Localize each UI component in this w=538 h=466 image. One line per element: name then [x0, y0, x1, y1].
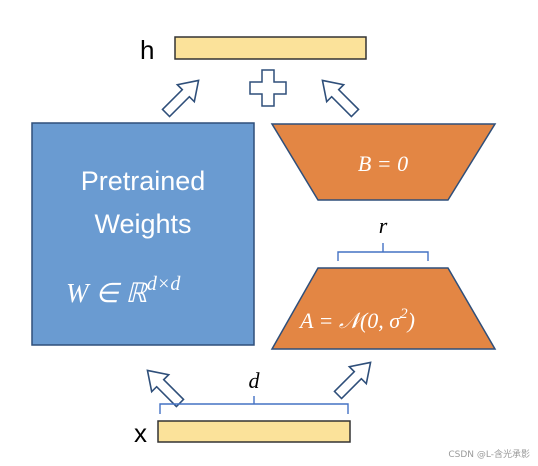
- weights-formula-superscript: d×d: [147, 273, 181, 295]
- input-vector-bar: [157, 420, 351, 443]
- dimension-bracket: [159, 396, 349, 414]
- arrow-weights-to-h-icon: [161, 79, 200, 118]
- output-label-h: h: [140, 35, 154, 65]
- matrix-a-trapezoid: [270, 267, 497, 350]
- weights-formula: W ∈ ℝd×d: [66, 273, 181, 308]
- arrow-x-to-a-icon: [333, 361, 372, 400]
- rank-bracket: [337, 243, 429, 261]
- rank-label-r: r: [379, 213, 388, 238]
- pretrained-weights-title-line1: Pretrained: [81, 166, 206, 196]
- pretrained-weights-title-line2: Weights: [94, 209, 191, 239]
- arrow-b-to-h-icon: [321, 79, 360, 118]
- weights-formula-main: W ∈ ℝ: [66, 278, 149, 308]
- matrix-a-formula-superscript: 2: [400, 306, 408, 322]
- matrix-a-formula: A = 𝒩(0, σ2): [298, 306, 415, 333]
- matrix-a-formula-close: ): [406, 308, 415, 333]
- pretrained-weights-box: [31, 122, 255, 346]
- watermark: CSDN @L-含光承影: [448, 450, 530, 460]
- input-label-x: x: [134, 418, 147, 448]
- matrix-a-formula-main: A = 𝒩(0, σ: [298, 308, 401, 333]
- matrix-b-formula: B = 0: [358, 151, 408, 176]
- arrow-x-to-weights-icon: [146, 369, 185, 408]
- dimension-label-d: d: [249, 368, 261, 393]
- output-vector-bar: [174, 36, 367, 60]
- plus-icon: [249, 69, 287, 107]
- matrix-b-trapezoid: [270, 123, 497, 201]
